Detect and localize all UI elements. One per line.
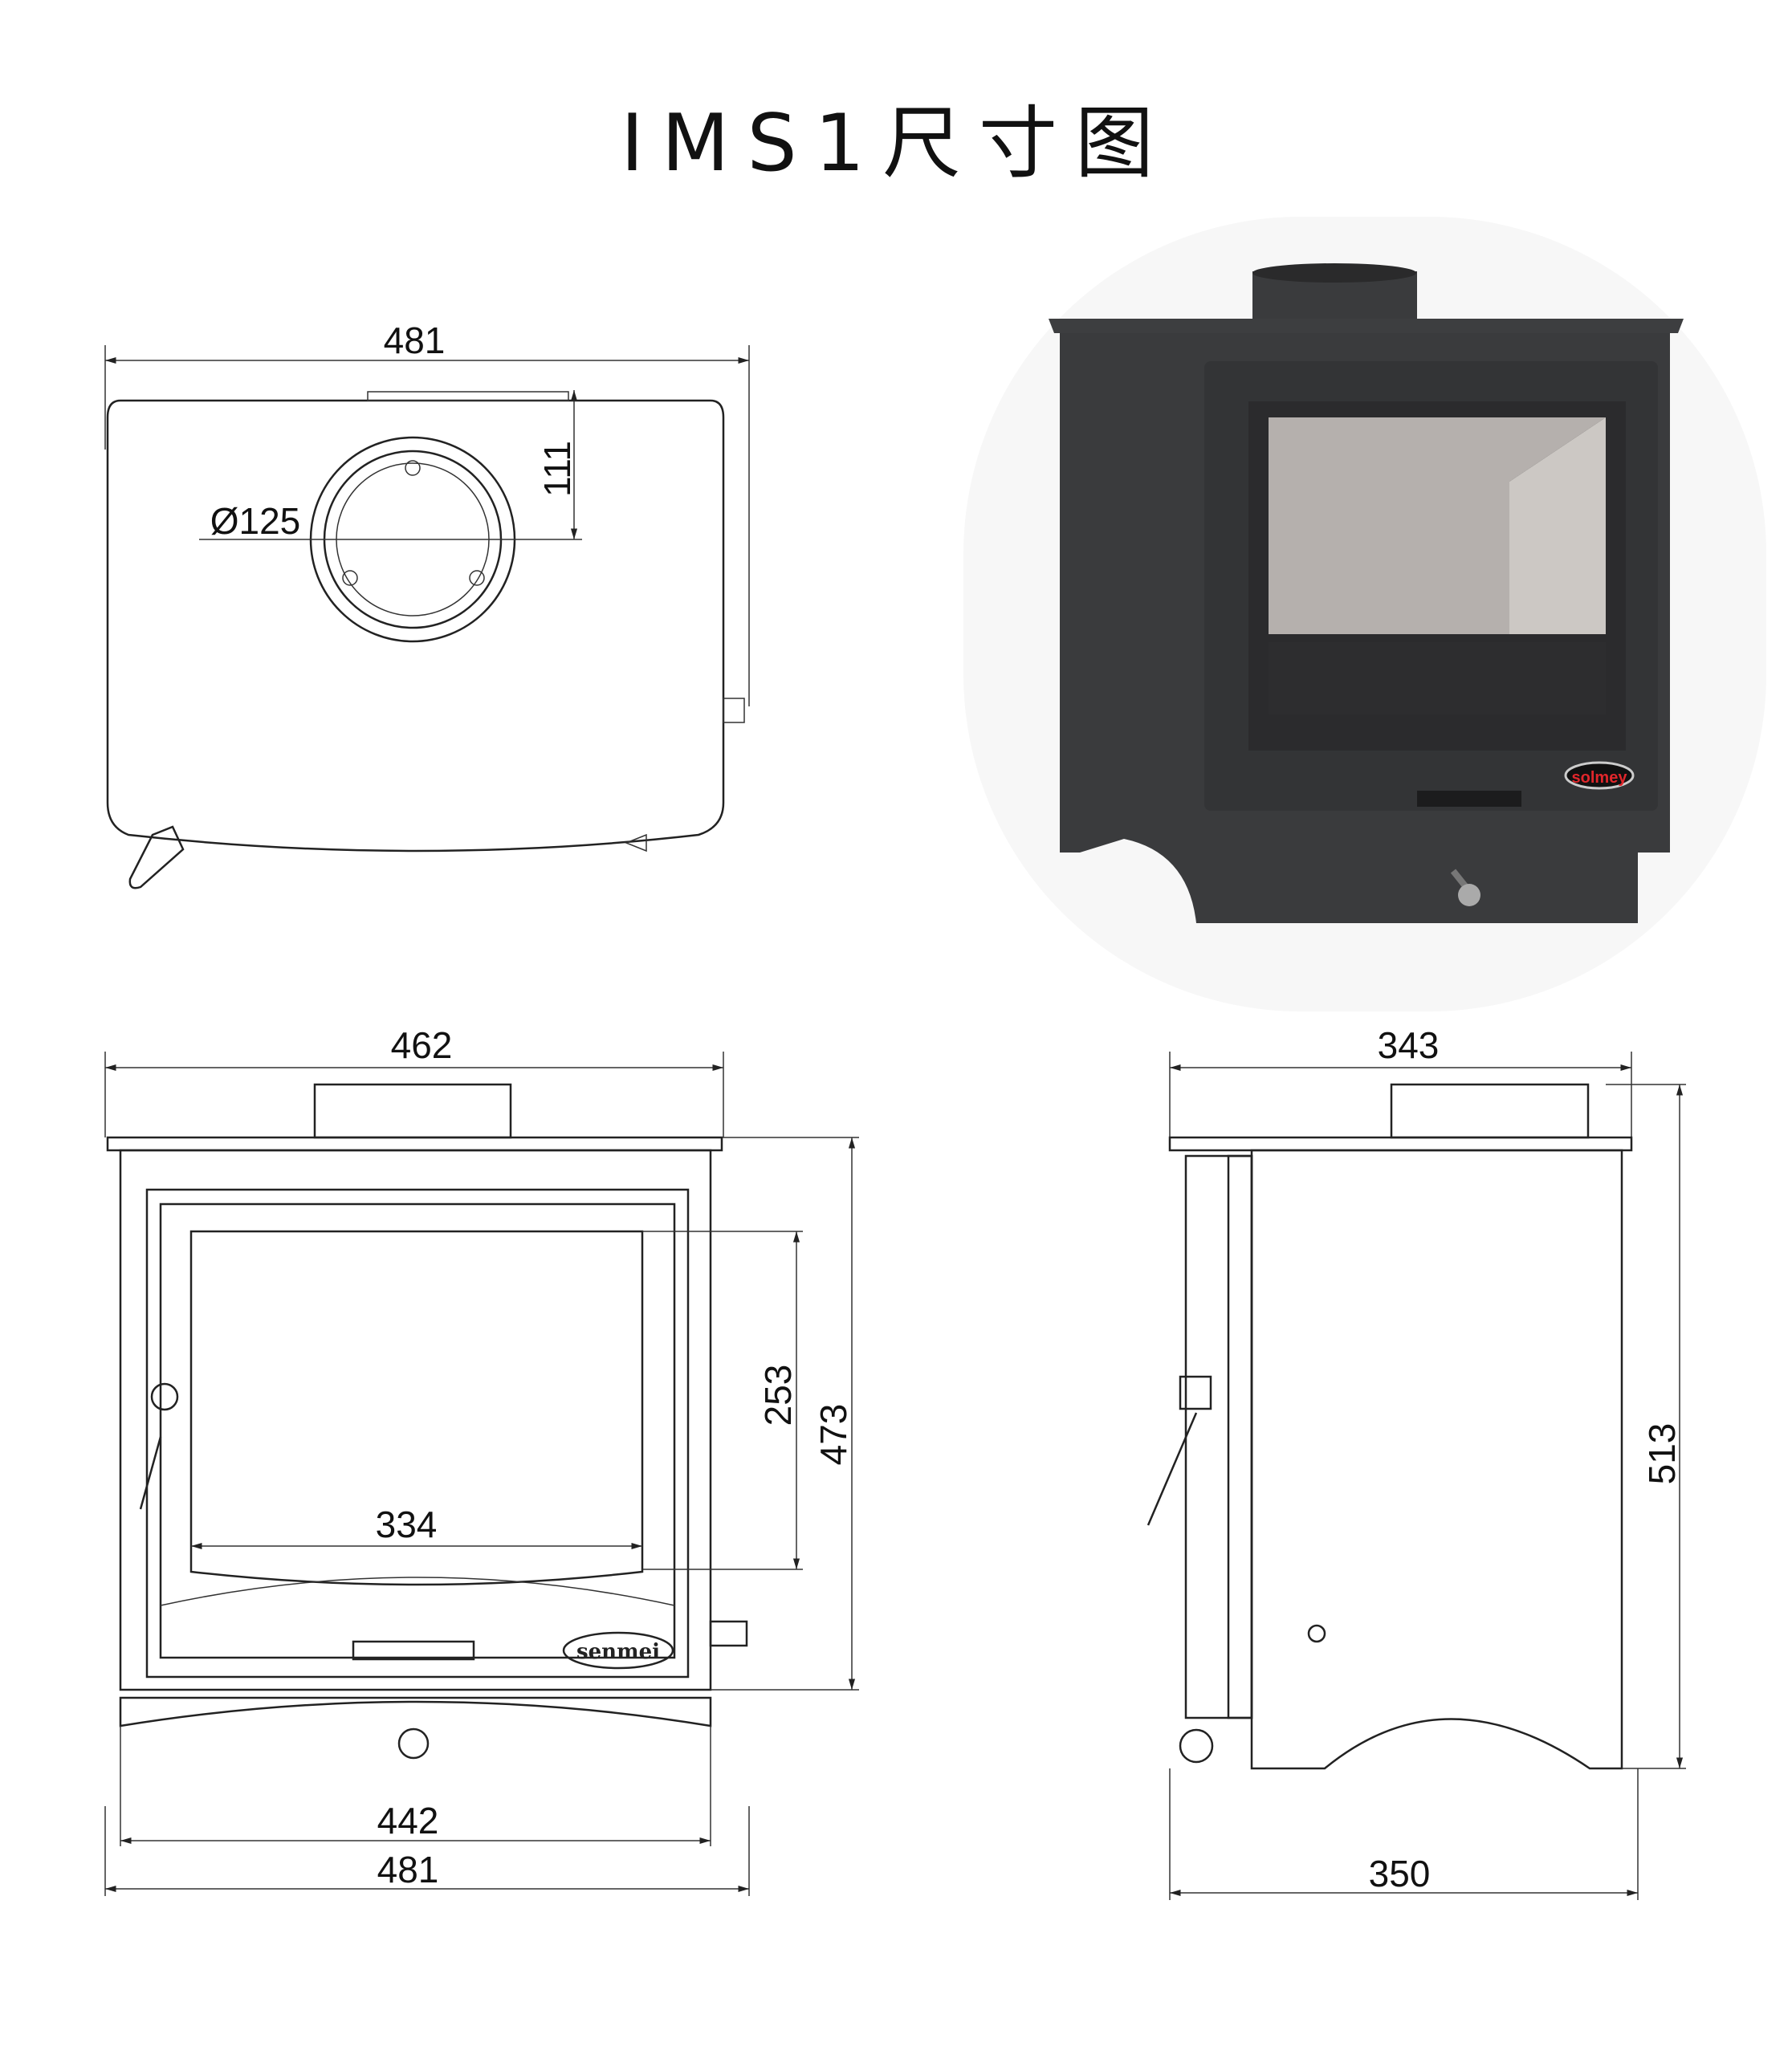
overall-width-label: 481 bbox=[377, 1849, 439, 1890]
front-brand-logo: senmei bbox=[576, 1640, 660, 1664]
side-top-depth-label: 343 bbox=[1378, 1024, 1440, 1066]
top-view: 481 111 Ø125 bbox=[104, 319, 750, 889]
handle-icon bbox=[128, 825, 185, 889]
front-height-label: 473 bbox=[813, 1404, 854, 1466]
glass-width-label: 334 bbox=[376, 1504, 438, 1545]
side-view: 343 513 350 bbox=[1146, 1024, 1686, 1900]
glass-height-label: 253 bbox=[757, 1365, 799, 1426]
flue-offset-label: 111 bbox=[536, 441, 578, 497]
base-width-label: 442 bbox=[377, 1800, 439, 1841]
photo-brand-logo: solmey bbox=[1572, 769, 1628, 787]
top-width-label: 481 bbox=[384, 319, 446, 361]
stove-photo: solmey bbox=[963, 217, 1766, 1011]
flue-diameter-label: Ø125 bbox=[210, 500, 301, 542]
front-view: 462 senmei 253 473 334 442 481 bbox=[104, 1024, 859, 1896]
side-height-label: 513 bbox=[1641, 1423, 1683, 1485]
front-top-width-label: 462 bbox=[391, 1024, 453, 1066]
page-title: IMS1尺寸图 bbox=[621, 98, 1171, 189]
base-depth-label: 350 bbox=[1369, 1853, 1431, 1894]
